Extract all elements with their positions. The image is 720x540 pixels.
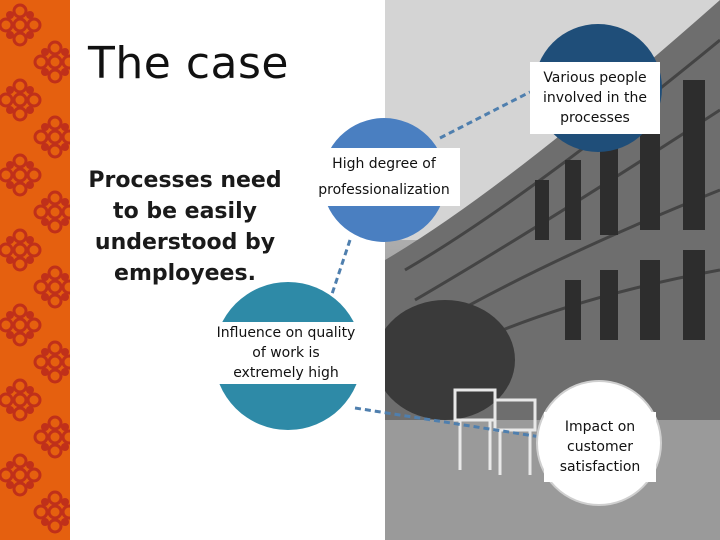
label-impact: Impact on customer satisfaction	[544, 412, 656, 482]
label-various-people: Various people involved in the processes	[530, 62, 660, 134]
decorative-strip	[0, 0, 70, 540]
label-professionalization: High degree of professionalization	[308, 148, 460, 206]
label-influence: Influence on quality of work is extremel…	[210, 322, 362, 384]
main-statement: Processes need to be easily understood b…	[88, 168, 282, 286]
slide-title: The case	[88, 38, 289, 89]
